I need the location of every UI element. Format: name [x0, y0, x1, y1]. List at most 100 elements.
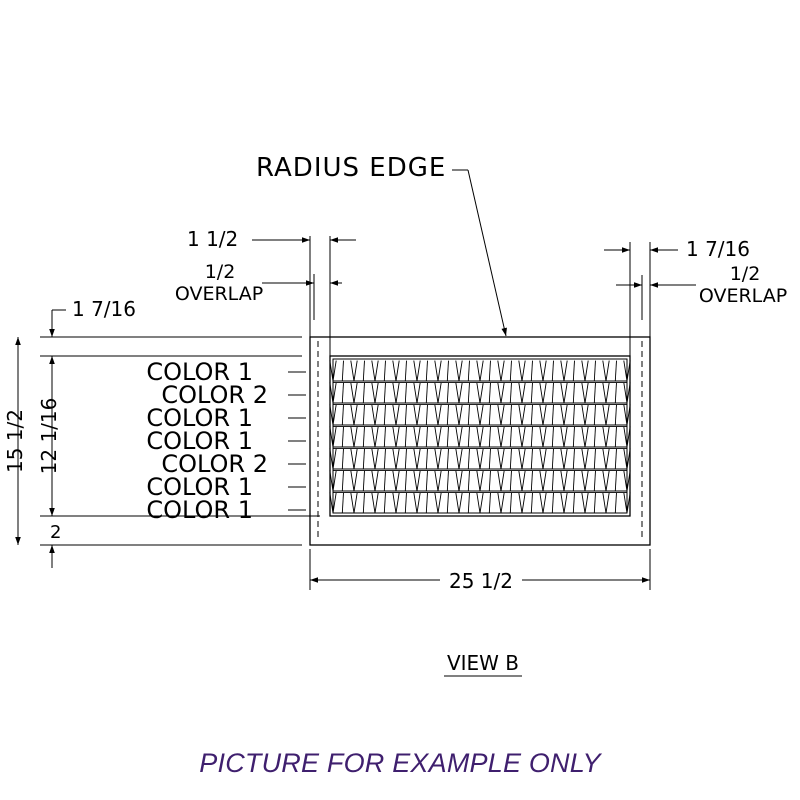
cell-line	[509, 448, 512, 470]
color-row-label: COLOR 2	[161, 450, 268, 478]
grille-frame	[309, 336, 651, 546]
cell-line	[602, 360, 607, 382]
cell-line	[437, 426, 442, 448]
cell-line	[476, 492, 481, 514]
cell-line	[521, 470, 526, 492]
cell-line	[626, 382, 631, 404]
cell-line	[518, 404, 523, 426]
cell-line	[539, 470, 544, 492]
extension-lines-left	[40, 336, 320, 546]
cell-line	[434, 360, 439, 382]
cell-line	[521, 404, 526, 426]
cell-line	[593, 360, 596, 382]
cell-line	[593, 448, 596, 470]
cell-line	[371, 426, 376, 448]
cell-line	[467, 470, 470, 492]
cell-line	[572, 404, 575, 426]
cell-line	[329, 492, 334, 514]
cell-line	[488, 404, 491, 426]
cell-line	[434, 404, 439, 426]
cell-line	[560, 404, 565, 426]
cell-line	[563, 492, 568, 514]
cell-line	[371, 382, 376, 404]
dimension-grille-height: 12 1/16	[37, 356, 61, 516]
radius-edge-label: RADIUS EDGE	[256, 153, 446, 183]
cell-line	[395, 492, 400, 514]
cell-line	[467, 404, 470, 426]
cell-line	[530, 426, 533, 448]
cell-line	[626, 426, 631, 448]
cell-line	[497, 470, 502, 492]
cell-line	[416, 426, 421, 448]
cell-line	[392, 492, 397, 514]
cell-line	[560, 492, 565, 514]
cell-line	[383, 360, 386, 382]
cell-line	[446, 382, 449, 404]
cell-line	[353, 404, 358, 426]
cell-line	[374, 426, 379, 448]
cell-line	[626, 492, 631, 514]
cell-line	[602, 426, 607, 448]
cell-line	[605, 426, 610, 448]
cell-line	[605, 448, 610, 470]
cell-line	[602, 470, 607, 492]
cell-line	[404, 404, 407, 426]
cell-line	[518, 426, 523, 448]
cell-line	[626, 470, 631, 492]
cell-line	[509, 382, 512, 404]
cell-line	[416, 470, 421, 492]
cell-line	[446, 360, 449, 382]
cell-line	[479, 360, 484, 382]
cell-line	[350, 448, 355, 470]
cell-line	[551, 404, 554, 426]
example-disclaimer: PICTURE FOR EXAMPLE ONLY	[199, 748, 601, 778]
cell-line	[371, 470, 376, 492]
cell-line	[350, 382, 355, 404]
cell-line	[488, 448, 491, 470]
cell-line	[329, 426, 334, 448]
cell-line	[434, 470, 439, 492]
cell-line	[341, 448, 344, 470]
dim-total-width-text: 25 1/2	[449, 569, 513, 593]
cell-line	[362, 360, 365, 382]
cell-line	[371, 360, 376, 382]
cell-line	[413, 404, 418, 426]
cell-line	[530, 404, 533, 426]
cell-line	[530, 360, 533, 382]
dimension-total-width: 25 1/2	[309, 549, 651, 593]
cell-line	[332, 382, 337, 404]
cell-line	[446, 426, 449, 448]
cell-line	[593, 492, 596, 514]
cell-line	[374, 492, 379, 514]
cell-line	[572, 492, 575, 514]
cell-line	[350, 360, 355, 382]
cell-line	[563, 404, 568, 426]
cell-line	[539, 360, 544, 382]
cell-line	[518, 492, 523, 514]
cell-line	[458, 426, 463, 448]
cell-line	[404, 470, 407, 492]
cell-line	[584, 448, 589, 470]
cell-line	[542, 426, 547, 448]
color-row-label: COLOR 1	[146, 427, 253, 455]
cell-line	[509, 492, 512, 514]
cell-line	[602, 382, 607, 404]
cell-line	[332, 448, 337, 470]
cell-line	[497, 448, 502, 470]
cell-line	[584, 426, 589, 448]
cell-line	[551, 426, 554, 448]
cell-line	[614, 382, 617, 404]
cell-line	[560, 426, 565, 448]
cell-line	[476, 404, 481, 426]
cell-line	[413, 382, 418, 404]
cell-line	[404, 382, 407, 404]
cell-line	[392, 360, 397, 382]
cell-line	[362, 382, 365, 404]
cell-line	[581, 426, 586, 448]
cell-line	[455, 492, 460, 514]
cell-line	[434, 492, 439, 514]
cell-line	[551, 360, 554, 382]
cell-line	[542, 360, 547, 382]
cell-line	[584, 360, 589, 382]
dim-top-offset-text: 1 7/16	[72, 297, 136, 321]
